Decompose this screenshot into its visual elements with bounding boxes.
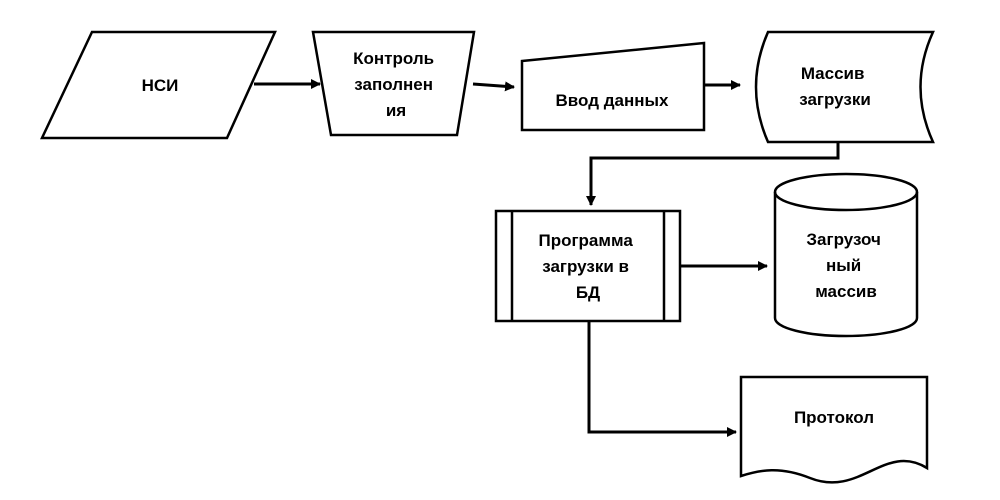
load-storage-label-line-3: массив (815, 282, 877, 301)
node-program: Программа загрузки в БД (494, 209, 682, 323)
input-label: Ввод данных (556, 91, 669, 110)
connectors (254, 79, 840, 437)
node-input: Ввод данных (520, 41, 706, 132)
edge-control-to-input (472, 81, 515, 92)
input-label-line-1: Ввод данных (556, 91, 669, 110)
control-trapezoid-shape (311, 30, 476, 137)
nsi-label-line-1: НСИ (142, 76, 179, 95)
load-storage-label-line-1: Загрузоч (806, 230, 880, 249)
load-storage-label-line-2: ный (826, 256, 861, 275)
load-storage-label: Загрузоч ный массив (806, 230, 885, 301)
program-label-line-3: БД (576, 283, 600, 302)
load-array-label-line-1: Массив (801, 64, 865, 83)
node-load-storage: Загрузоч ный массив (773, 172, 919, 338)
protocol-document-shape (739, 375, 929, 484)
edge-program-to-protocol (587, 322, 737, 437)
node-nsi: НСИ (40, 30, 277, 140)
input-manual-input-shape (520, 41, 706, 132)
load-storage-cylinder-rim (773, 191, 919, 212)
load-array-stored-data-shape (754, 30, 935, 144)
program-predefined-process-shape (494, 209, 682, 323)
control-label: Контроль заполнен ия (353, 49, 439, 120)
load-storage-cylinder-shape (773, 172, 919, 338)
program-label-line-1: Программа (538, 231, 633, 250)
protocol-label-line-1: Протокол (794, 408, 874, 427)
nsi-label: НСИ (142, 76, 179, 95)
program-label: Программа загрузки в БД (538, 231, 637, 302)
edge-load-array-to-program (586, 142, 840, 206)
program-label-line-2: загрузки в (542, 257, 629, 276)
nsi-parallelogram-shape (40, 30, 277, 140)
control-label-line-1: Контроль (353, 49, 434, 68)
load-array-label-line-2: загрузки (799, 90, 871, 109)
protocol-label: Протокол (794, 408, 874, 427)
load-array-label: Массив загрузки (799, 64, 871, 109)
control-label-line-2: заполнен (354, 75, 433, 94)
control-label-line-3: ия (386, 101, 406, 120)
node-protocol: Протокол (739, 375, 929, 484)
node-control: Контроль заполнен ия (311, 30, 476, 137)
node-load-array: Массив загрузки (754, 30, 935, 144)
